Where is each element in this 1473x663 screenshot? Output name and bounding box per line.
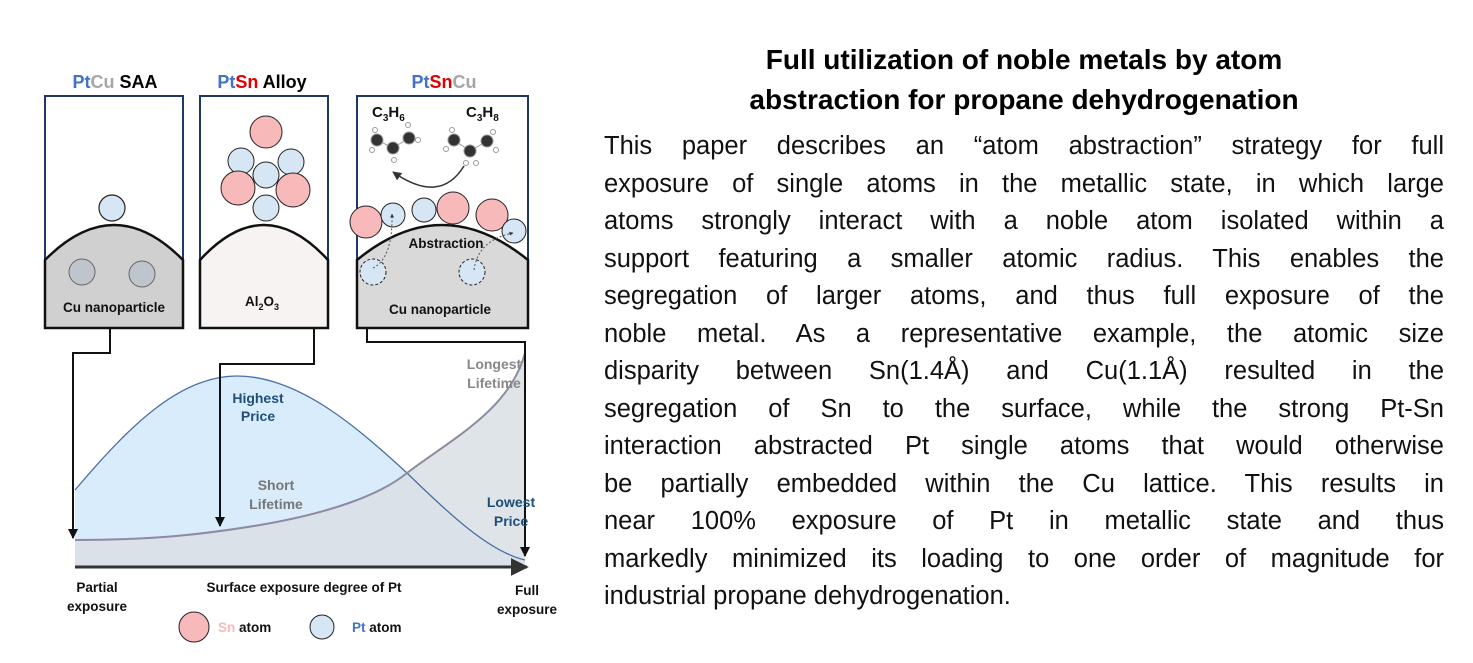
pt-atom [277,148,305,176]
sn-atom [275,172,311,208]
support-label: Al2O3 [245,294,279,312]
body-line: be partially embedded within the Cu latt… [604,469,1444,498]
connector-arrow-ptcu [68,328,111,539]
embedded-pt-atom [68,258,96,286]
reaction-arrow-icon [392,165,465,188]
embedded-pt-atom [128,260,156,288]
body-line: segregation of larger atoms, and thus fu… [604,282,1444,310]
support-label: Cu nanoparticle [389,302,492,317]
body-line: industrial propane dehydrogenation. [604,582,1011,610]
propene-molecule-icon [369,122,421,163]
x-axis-title: Surface exposure degree of Pt [206,580,402,595]
sn-atom-legend-icon [178,611,210,643]
propane-label: C3H8 [466,104,499,124]
panel-title-ptsn: PtSn Alloy [217,72,306,92]
support-label: Cu nanoparticle [63,300,166,315]
panel-title-ptcu: PtCu SAA [72,72,157,92]
body-line: exposure of single atoms in the metallic… [604,169,1444,198]
abstraction-arrow-icon [473,231,514,271]
title-line: Full utilization of noble metals by atom [765,44,1283,75]
connector-arrow-ptsncu [366,328,530,557]
sn-atom [220,170,256,206]
body-line: near 100% exposure of Pt in metallic sta… [604,507,1444,535]
body-line: atoms strongly interact with a noble ato… [604,207,1444,235]
sn-atom [436,191,470,225]
pt-atom [227,147,255,175]
body-line: markedly minimized its loading to one or… [604,544,1444,573]
panel-ptcu-saa: Cu nanoparticle [43,95,185,330]
pt-atom [98,194,126,222]
abstract-body: This paper describes an “atom abstractio… [604,128,1444,616]
abstraction-label: Abstraction [408,236,483,251]
pt-atom [252,161,280,189]
vacancy-pt-atom [359,258,387,286]
propane-molecule-icon [443,127,499,166]
lifetime-curve [74,352,526,541]
legend: Sn atom Pt atom [178,611,402,643]
pt-atom-legend-icon [309,614,335,640]
panel-ptsncu: C3H6 C3H8 Abstraction Cu nanoparticle [349,95,530,330]
body-line: disparity between Sn(1.4Å) and Cu(1.1Å) … [604,357,1444,385]
pt-atom [411,197,437,223]
legend-sn: Sn atom [218,620,271,635]
pt-atom [252,194,280,222]
abstract-title: Full utilization of noble metals by atom… [604,40,1444,120]
abstraction-arrow-icon [372,213,395,269]
body-line: This paper describes an “atom abstractio… [604,132,1444,160]
title-line: abstraction for propane dehydrogenation [749,84,1299,115]
sn-atom [349,205,383,239]
legend-pt: Pt atom [352,620,402,635]
pt-atom [380,202,406,228]
body-line: noble metal. As a representative example… [604,319,1444,348]
vacancy-pt-atom [458,258,486,286]
panel-ptsn-alloy: Al2O3 [198,95,330,330]
lifetime-area [75,353,525,567]
body-line: segregation of Sn to the surface, while … [604,394,1444,423]
connector-arrow-ptsn [215,328,315,527]
sn-atom [249,115,283,149]
pt-atom [501,218,527,244]
propene-label: C3H6 [372,104,405,124]
body-line: support featuring a smaller atomic radiu… [604,244,1444,273]
body-line: interaction abstracted Pt single atoms t… [604,432,1444,460]
panel-title-ptsncu: PtSnCu [411,72,476,92]
price-curve [74,375,526,561]
sn-atom [475,198,509,232]
